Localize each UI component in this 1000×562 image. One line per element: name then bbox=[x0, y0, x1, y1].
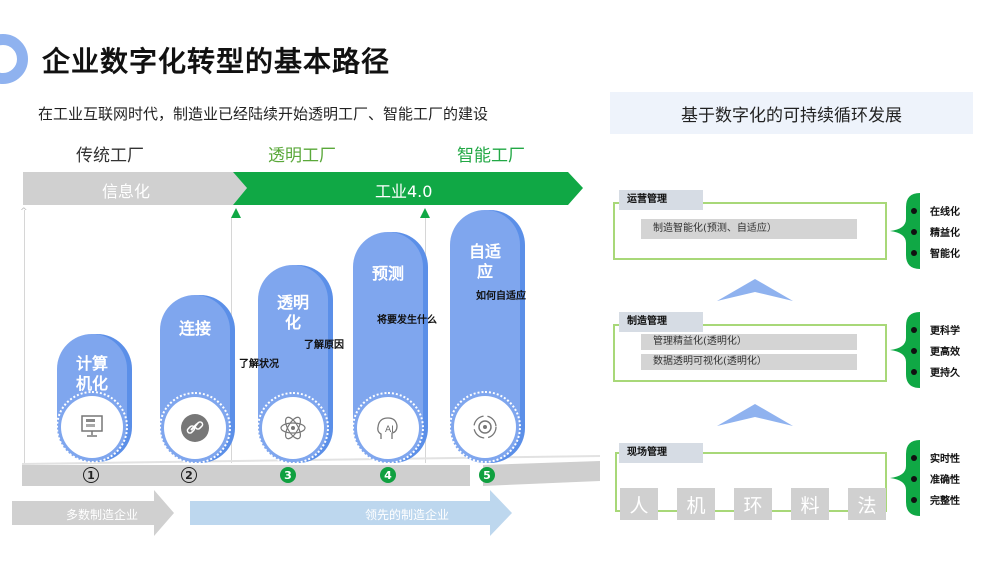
informatization-arrow bbox=[23, 172, 247, 205]
step-number-1: 1 bbox=[83, 467, 99, 483]
level-manufacturing-box bbox=[613, 324, 887, 382]
level-tag: 制造管理 bbox=[619, 312, 703, 332]
factor-environment: 环 bbox=[734, 488, 772, 520]
level-tag: 现场管理 bbox=[619, 443, 703, 463]
band-informatization-label: 信息化 bbox=[102, 182, 151, 201]
atom-icon bbox=[257, 392, 329, 464]
subtitle: 在工业互联网时代，制造业已经陆续开始透明工厂、智能工厂的建设 bbox=[38, 105, 489, 123]
pill-label: 计算机化 bbox=[75, 354, 108, 393]
stage-smart-factory: 智能工厂 bbox=[457, 146, 525, 166]
divider-line bbox=[425, 218, 426, 463]
factor-material: 料 bbox=[791, 488, 829, 520]
milestone-marker-2 bbox=[420, 208, 430, 218]
level-tag: 运营管理 bbox=[619, 190, 703, 210]
chevron-up-icon bbox=[717, 404, 793, 426]
step-number-3: 3 bbox=[280, 467, 296, 483]
step-pill-4: 预测 AI bbox=[352, 232, 424, 464]
industry40-arrow bbox=[233, 172, 583, 205]
level-item: 制造智能化(预测、自适应） bbox=[641, 219, 857, 239]
pill-label: 连接 bbox=[178, 319, 211, 338]
step-number-2: 2 bbox=[181, 467, 197, 483]
level-item: 管理精益化(透明化） bbox=[641, 334, 857, 350]
factor-machine: 机 bbox=[677, 488, 715, 520]
milestone-marker-1 bbox=[231, 208, 241, 218]
link-icon bbox=[159, 392, 231, 464]
benefit-item: 实时性 bbox=[911, 447, 960, 468]
step-note-5: 如何自适应 bbox=[476, 291, 526, 302]
benefits-list-manufacturing: 更科学 更高效 更持久 bbox=[911, 319, 960, 382]
leading-arrow bbox=[190, 490, 512, 536]
step-note-4: 将要发生什么 bbox=[377, 315, 437, 326]
level-field-box bbox=[615, 452, 887, 512]
phase-band bbox=[23, 172, 583, 218]
svg-text:AI: AI bbox=[385, 425, 394, 435]
step-note-2: 了解状况 bbox=[239, 359, 279, 370]
majority-label: 多数制造企业 bbox=[66, 508, 139, 522]
level-item: 数据透明可视化(透明化） bbox=[641, 354, 857, 370]
stage-transparent-factory: 透明工厂 bbox=[268, 146, 336, 166]
benefit-item: 精益化 bbox=[911, 221, 960, 242]
step-pill-2: 连接 bbox=[159, 295, 231, 464]
step-number-4: 4 bbox=[380, 467, 396, 483]
step-pill-5: 自适应 bbox=[449, 210, 521, 463]
step-bar bbox=[22, 455, 600, 486]
benefit-item: 准确性 bbox=[911, 468, 960, 489]
step-pill-1: 计算机化 bbox=[56, 334, 128, 463]
factor-method: 法 bbox=[848, 488, 886, 520]
benefit-item: 在线化 bbox=[911, 200, 960, 221]
right-panel-title: 基于数字化的可持续循环发展 bbox=[610, 92, 973, 134]
stage-traditional-factory: 传统工厂 bbox=[76, 146, 144, 166]
leading-label: 领先的制造企业 bbox=[365, 508, 450, 522]
page-title: 企业数字化转型的基本路径 bbox=[42, 45, 391, 78]
majority-arrow bbox=[12, 490, 174, 536]
divider-line bbox=[231, 218, 232, 463]
level-operations-box bbox=[613, 202, 887, 260]
logo-ring-icon bbox=[0, 34, 28, 84]
benefits-list-operations: 在线化 精益化 智能化 bbox=[911, 200, 960, 263]
factor-person: 人 bbox=[620, 488, 658, 520]
step-pill-3: 透明化 bbox=[257, 265, 329, 464]
benefit-item: 完整性 bbox=[911, 489, 960, 510]
pill-label: 预测 bbox=[371, 264, 404, 283]
ai-head-icon: AI bbox=[352, 392, 424, 464]
pill-label: 自适应 bbox=[468, 242, 501, 281]
step-note-3: 了解原因 bbox=[304, 340, 344, 351]
benefit-item: 智能化 bbox=[911, 242, 960, 263]
chevron-up-icon bbox=[717, 279, 793, 301]
benefit-item: 更持久 bbox=[911, 361, 960, 382]
gear-cycle-icon bbox=[449, 391, 521, 463]
benefit-item: 更科学 bbox=[911, 319, 960, 340]
benefits-list-field: 实时性 准确性 完整性 bbox=[911, 447, 960, 510]
axis-line bbox=[24, 210, 25, 465]
computer-icon bbox=[56, 391, 128, 463]
benefit-item: 更高效 bbox=[911, 340, 960, 361]
step-number-5: 5 bbox=[479, 467, 495, 483]
axis-arrow-icon: ^ bbox=[20, 207, 28, 217]
pill-label: 透明化 bbox=[276, 293, 309, 332]
band-industry40-label: 工业4.0 bbox=[375, 182, 433, 201]
bottom-arrows bbox=[12, 490, 512, 536]
